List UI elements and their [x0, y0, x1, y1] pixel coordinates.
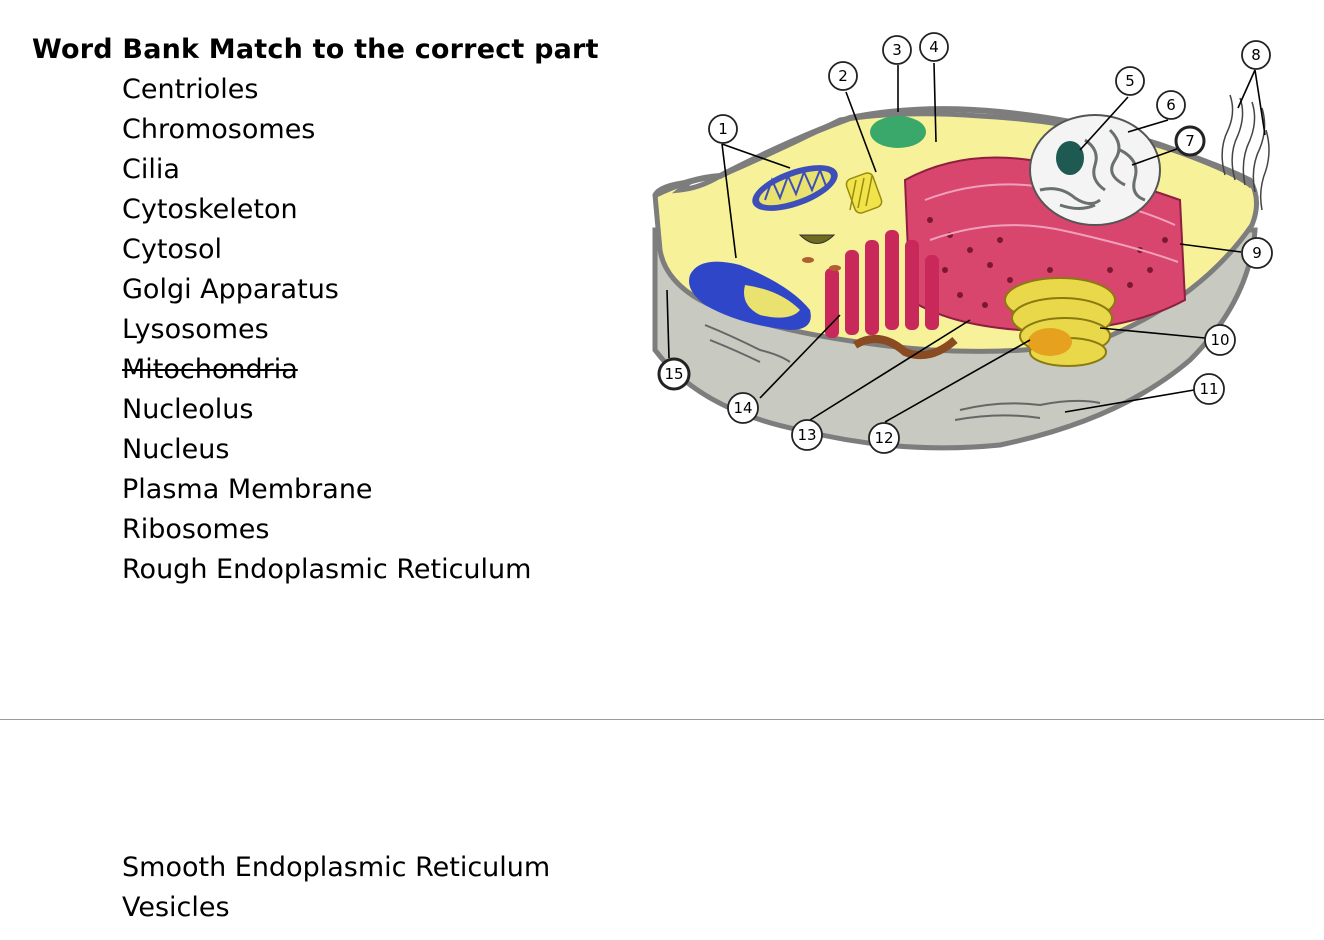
callout-5 — [1115, 66, 1145, 96]
word-bank-list-continued: Smooth Endoplasmic Reticulum Vesicles — [122, 848, 550, 928]
callout-4 — [919, 32, 949, 62]
golgi-vesicle — [1028, 328, 1072, 356]
callout-markers — [657, 32, 1273, 454]
chromosomes — [1039, 128, 1146, 210]
callout-number: 12 — [874, 429, 893, 447]
small-vesicle — [798, 234, 836, 244]
word-bank-item: Vesicles — [122, 892, 230, 923]
ribosome-dot — [802, 257, 814, 263]
centriole — [845, 172, 883, 214]
word-bank-item: Nucleolus — [122, 394, 254, 425]
green-vesicle — [870, 116, 926, 148]
nucleolus — [1056, 141, 1084, 175]
callout-number: 11 — [1199, 380, 1218, 398]
callout-number: 4 — [929, 38, 939, 56]
word-bank-item: Cytoskeleton — [122, 194, 298, 225]
word-bank-item: Cilia — [122, 154, 180, 185]
ribosome-dot — [829, 265, 841, 271]
callout-2 — [828, 61, 858, 91]
word-bank-item: Ribosomes — [122, 514, 270, 545]
cytoskeleton-filament — [704, 324, 791, 363]
callout-10 — [1204, 324, 1236, 356]
callout-number: 3 — [892, 41, 902, 59]
smooth-er — [825, 230, 939, 338]
callout-numbers: 1 2 3 4 5 6 7 8 9 10 11 12 13 14 15 — [664, 38, 1261, 447]
word-bank-item: Golgi Apparatus — [122, 274, 339, 305]
word-bank-item-crossed-out: Mitochondria — [122, 354, 298, 385]
callout-number: 8 — [1251, 46, 1261, 64]
callout-9 — [1241, 237, 1273, 269]
cytoskeleton-filament — [959, 399, 1101, 411]
cilia — [1221, 94, 1270, 211]
word-bank-item: Plasma Membrane — [122, 474, 373, 505]
callout-3 — [882, 35, 912, 65]
word-bank-item: Cytosol — [122, 234, 223, 265]
word-bank-item: Nucleus — [122, 434, 230, 465]
word-bank-item: Smooth Endoplasmic Reticulum — [122, 852, 551, 883]
mitochondrion — [752, 165, 838, 211]
callout-number: 9 — [1252, 244, 1262, 262]
cytoskeleton-filament — [954, 414, 1041, 421]
rough-er-fold — [929, 224, 1179, 263]
callout-number: 6 — [1166, 96, 1176, 114]
callout-number: 13 — [797, 426, 816, 444]
callout-number: 10 — [1210, 331, 1229, 349]
callout-lines — [666, 62, 1266, 423]
callout-number: 7 — [1185, 132, 1195, 150]
callout-11 — [1193, 373, 1225, 405]
smooth-er-brown-tube — [852, 334, 958, 359]
callout-7 — [1174, 125, 1206, 157]
callout-15 — [657, 357, 691, 391]
word-bank-item: Rough Endoplasmic Reticulum — [122, 554, 532, 585]
lysosome — [689, 261, 811, 330]
word-bank-heading: Word Bank Match to the correct parts — [32, 34, 598, 65]
callout-6 — [1156, 90, 1186, 120]
callout-14 — [727, 392, 759, 424]
word-bank-item: Lysosomes — [122, 314, 269, 345]
word-bank-item: Centrioles — [122, 74, 259, 105]
word-bank-list: Centrioles Chromosomes Cilia Cytoskeleto… — [122, 70, 531, 590]
cytoskeleton-filament — [709, 339, 761, 363]
callout-number: 5 — [1125, 72, 1135, 90]
callout-8 — [1241, 40, 1271, 70]
callout-number: 14 — [733, 399, 752, 417]
animal-cell-diagram: 1 2 3 4 5 6 7 8 9 10 11 12 13 14 15 — [652, 32, 1273, 454]
callout-12 — [868, 422, 900, 454]
callout-1 — [708, 114, 738, 144]
callout-13 — [791, 419, 823, 451]
callout-number: 15 — [664, 365, 683, 383]
callout-number: 2 — [838, 67, 848, 85]
word-bank-item: Chromosomes — [122, 114, 316, 145]
page-divider — [0, 719, 1324, 720]
callout-number: 1 — [718, 120, 728, 138]
